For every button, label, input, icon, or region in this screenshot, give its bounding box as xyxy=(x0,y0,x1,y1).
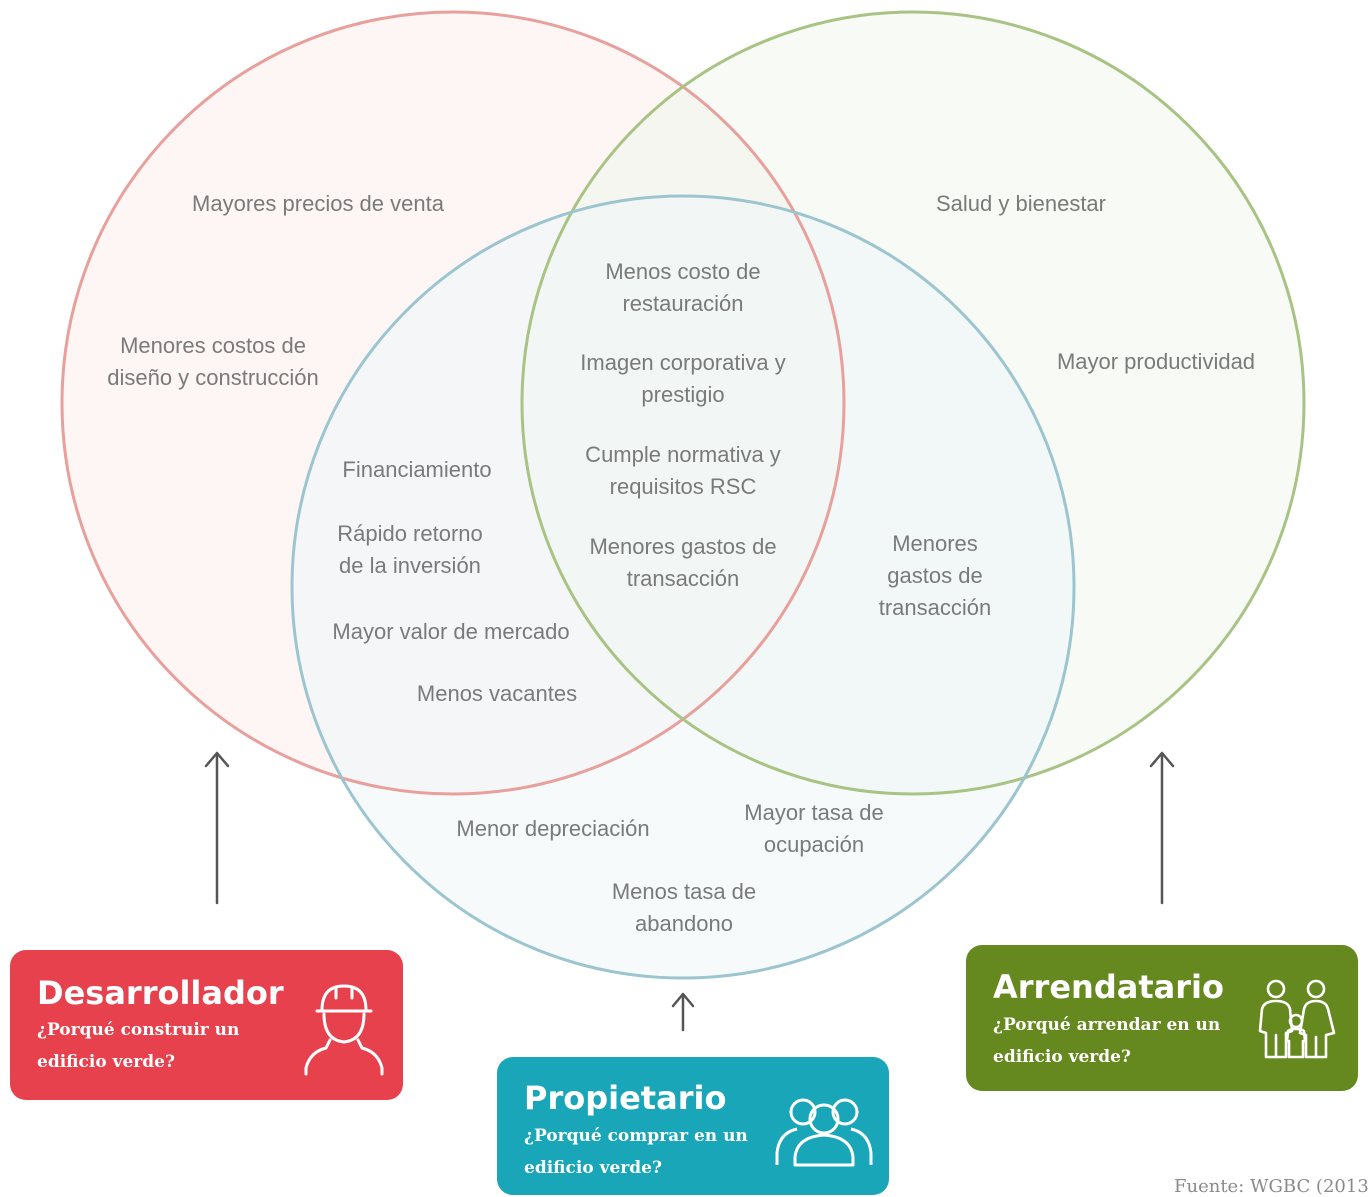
arrow-arrendatario xyxy=(1149,751,1175,905)
card-propietario-title: Propietario xyxy=(524,1079,727,1117)
arrow-desarrollador xyxy=(204,751,230,905)
card-arrendatario-title: Arrendatario xyxy=(993,968,1224,1006)
circulo-propietario-outline xyxy=(290,194,1076,980)
label-mayores-precios: Mayores precios de venta xyxy=(192,191,444,216)
label-salud: Salud y bienestar xyxy=(936,191,1106,216)
family-icon xyxy=(1258,979,1336,1059)
circulo-propietario xyxy=(292,196,1074,978)
group-people-icon xyxy=(775,1098,873,1167)
label-financiamiento: Financiamiento xyxy=(342,457,492,482)
construction-worker-icon xyxy=(304,984,384,1076)
circulo-arrendatario-outline xyxy=(520,10,1306,796)
card-desarrollador-title: Desarrollador xyxy=(37,974,284,1012)
label-productividad: Mayor productividad xyxy=(1056,349,1256,374)
label-vacantes: Menos vacantes xyxy=(416,681,578,706)
label-valor-mercado: Mayor valor de mercado xyxy=(332,619,570,644)
arrow-propietario xyxy=(671,992,695,1032)
circulo-desarrollador-outline xyxy=(60,10,846,796)
source-note: Fuente: WGBC (2013 xyxy=(1174,1176,1369,1197)
label-depreciacion: Menor depreciación xyxy=(456,816,650,841)
